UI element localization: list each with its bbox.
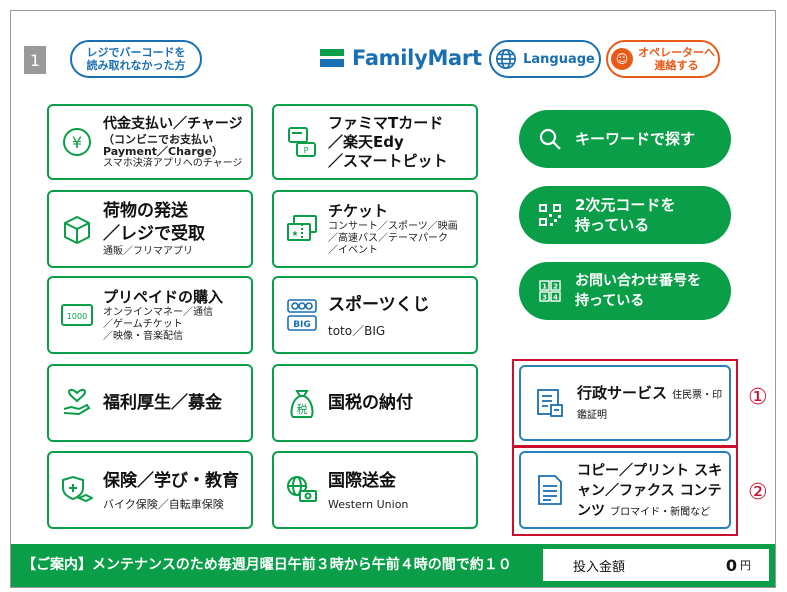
inserted-amount-unit: 円: [740, 559, 751, 572]
ticket-sub2: ／高速バス／テーマパーク: [328, 232, 448, 244]
insurance-education-tile[interactable]: 保険／学び・教育 バイク保険／自転車保険: [47, 451, 253, 529]
famima-title1: ファミマTカード: [328, 113, 444, 132]
famima-title3: ／スマートピット: [328, 151, 448, 170]
government-services-tile[interactable]: 行政サービス 住民票・印鑑証明: [519, 365, 731, 441]
government-services-sub: 住民票・印鑑証明: [577, 390, 723, 421]
svg-text:2: 2: [553, 283, 558, 291]
qr-code-button[interactable]: 2次元コードを 持っている: [519, 186, 731, 244]
keyword-search-label: キーワードで探す: [575, 130, 696, 148]
welfare-donation-tile[interactable]: 福利厚生／募金: [47, 364, 253, 442]
svg-text:¥: ¥: [72, 133, 82, 152]
payment-sub2: Payment／Charge）: [103, 144, 224, 158]
familymart-logo: FamilyMart: [320, 46, 482, 70]
yen-coin-icon: ¥: [61, 126, 93, 158]
famima-title2: ／楽天Edy: [328, 132, 404, 151]
operator-label: オペレーターへ 連絡する: [638, 46, 715, 72]
inserted-amount-value: 0: [725, 555, 737, 575]
ticket-sub3: ／イベント: [328, 244, 378, 256]
payment-title: 代金支払い／チャージ: [103, 115, 243, 132]
copy-print-title3: コンテンツ: [577, 483, 722, 519]
copy-print-sub: ブロマイド・新聞など: [610, 507, 711, 518]
insurance-sub: バイク保険／自転車保険: [103, 497, 224, 511]
insurance-title: 保険／学び・教育: [103, 470, 239, 491]
search-icon: [537, 126, 563, 152]
sports-lottery-title: スポーツくじ: [328, 294, 430, 315]
svg-text:4: 4: [553, 294, 558, 302]
shipping-title2: ／レジで受取: [103, 224, 205, 244]
maintenance-notice: 【ご案内】メンテナンスのため毎週月曜日午前３時から午前４時の間で約１０: [22, 557, 512, 573]
highlight-box-1: [512, 359, 738, 447]
copy-print-title1: コピー／プリント: [577, 463, 689, 479]
operator-call-button[interactable]: ☺ オペレーターへ 連絡する: [606, 40, 720, 78]
tax-icon-char: 税: [297, 402, 308, 416]
document-stamp-icon: [535, 387, 565, 419]
shield-graduation-icon: [61, 474, 93, 506]
qr-code-icon: [537, 202, 563, 228]
prepaid-card-icon: 1000: [61, 299, 93, 331]
inserted-amount-label: 投入金額: [573, 559, 626, 575]
payment-charge-tile[interactable]: ¥ 代金支払い／チャージ （コンビニでお支払い Payment／Charge） …: [47, 104, 253, 180]
ticket-icon: ★: [286, 213, 318, 245]
language-label: Language: [523, 51, 595, 67]
payment-sub1: （コンビニでお支払い: [103, 132, 213, 146]
toto-big-icon: BIG: [286, 299, 318, 331]
famima-tcard-tile[interactable]: P ファミマTカード ／楽天Edy ／スマートピット: [272, 104, 478, 180]
globe-money-icon: [286, 474, 318, 506]
operator-headset-icon: ☺: [611, 48, 633, 70]
svg-text:3: 3: [542, 294, 547, 302]
payment-sub3: スマホ決済アプリへのチャージ: [103, 157, 243, 169]
svg-text:BIG: BIG: [293, 320, 311, 330]
globe-icon: [496, 49, 517, 69]
qr-code-label: 2次元コードを 持っている: [575, 196, 676, 234]
ticket-tile[interactable]: ★ チケット コンサート／スポーツ／映画 ／高速バス／テーマパーク ／イベント: [272, 190, 478, 268]
inserted-amount-box: 投入金額 0 円: [543, 549, 769, 581]
highlight-box-2: [512, 446, 738, 536]
package-box-icon: [61, 213, 93, 245]
shipping-tile[interactable]: 荷物の発送 ／レジで受取 通販／フリマアプリ: [47, 190, 253, 268]
annotation-mark-1: ①: [748, 385, 768, 410]
logo-text: FamilyMart: [352, 46, 482, 70]
printer-document-icon: [535, 474, 565, 506]
national-tax-title: 国税の納付: [328, 392, 413, 413]
card-reader-icon: P: [286, 126, 318, 158]
sports-lottery-tile[interactable]: BIG スポーツくじ toto／BIG: [272, 276, 478, 354]
prepaid-sub1: オンラインマネー／通信: [103, 306, 213, 318]
prepaid-tile[interactable]: 1000 プリペイドの購入 オンラインマネー／通信 ／ゲームチケット ／映像・音…: [47, 276, 253, 354]
prepaid-card-text: 1000: [67, 312, 87, 321]
shipping-title1: 荷物の発送: [103, 201, 188, 221]
barcode-help-button[interactable]: レジでバーコードを 読み取れなかった方: [70, 40, 202, 78]
government-services-title: 行政サービス: [577, 384, 668, 402]
prepaid-sub2: ／ゲームチケット: [103, 318, 183, 330]
barcode-help-label: レジでバーコードを 読み取れなかった方: [86, 46, 186, 72]
welfare-title: 福利厚生／募金: [103, 392, 222, 413]
language-button[interactable]: Language: [489, 40, 601, 78]
tax-bag-icon: 税: [286, 387, 318, 419]
annotation-mark-2: ②: [748, 480, 768, 505]
inquiry-number-label: お問い合わせ番号を 持っている: [575, 273, 701, 309]
svg-text:P: P: [304, 146, 309, 155]
shipping-sub: 通販／フリマアプリ: [103, 246, 193, 257]
international-remittance-tile[interactable]: 国際送金 Western Union: [272, 451, 478, 529]
remittance-sub: Western Union: [328, 497, 409, 511]
copy-print-tile[interactable]: コピー／プリント スキャン／ファクス コンテンツ ブロマイド・新聞など: [519, 451, 731, 529]
keyword-search-button[interactable]: キーワードで探す: [519, 110, 731, 168]
remittance-title: 国際送金: [328, 470, 396, 491]
national-tax-tile[interactable]: 税 国税の納付: [272, 364, 478, 442]
prepaid-sub3: ／映像・音楽配信: [103, 330, 183, 342]
heart-hand-icon: [61, 387, 93, 419]
ticket-sub1: コンサート／スポーツ／映画: [328, 220, 458, 232]
svg-text:★: ★: [291, 229, 298, 238]
ticket-title: チケット: [328, 201, 389, 220]
prepaid-title: プリペイドの購入: [103, 287, 224, 306]
familymart-stripes-icon: [320, 49, 344, 67]
copy-print-title2: スキャン／ファクス: [577, 463, 723, 499]
sports-lottery-sub: toto／BIG: [328, 323, 386, 338]
screen-number: 1: [24, 46, 46, 74]
svg-text:1: 1: [542, 283, 547, 291]
